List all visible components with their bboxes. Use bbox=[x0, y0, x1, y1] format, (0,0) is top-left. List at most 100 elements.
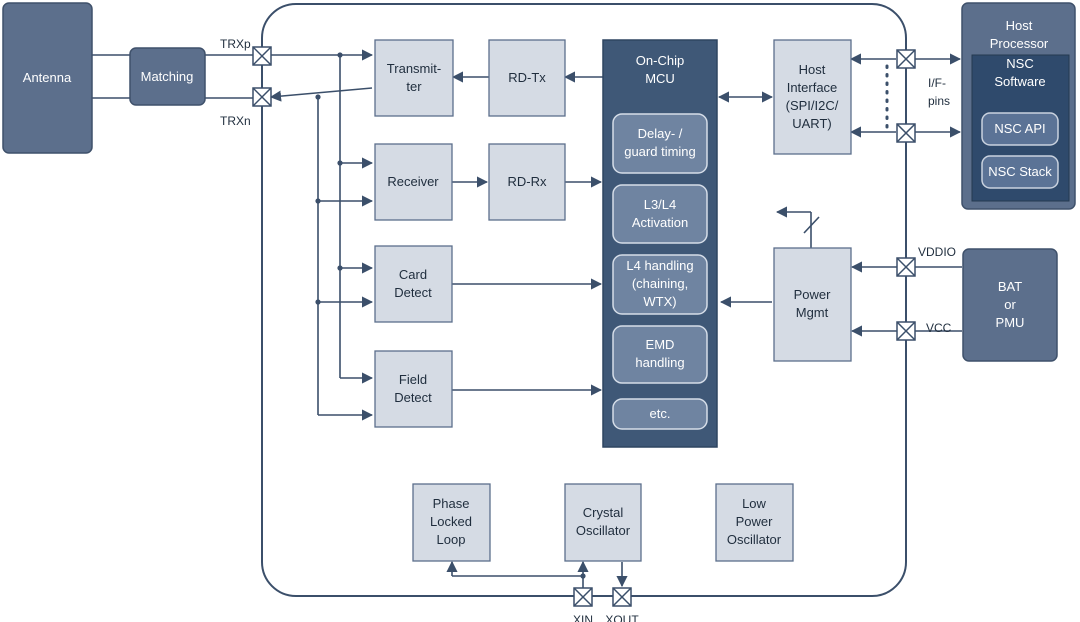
host-processor-label-line-1: Processor bbox=[990, 36, 1049, 51]
mcu-item-label-1-line-0: L3/L4 bbox=[644, 197, 677, 212]
low-power-oscillator-label-line-1: Power bbox=[736, 514, 774, 529]
transmitter-label-line-0: Transmit- bbox=[387, 61, 441, 76]
pin-trxn-box bbox=[252, 87, 272, 107]
low-power-oscillator-label-line-0: Low bbox=[742, 496, 766, 511]
pin-label-if-pins-line-0: I/F- bbox=[928, 76, 946, 90]
pll-label-line-0: Phase bbox=[433, 496, 470, 511]
transmitter-block: Transmit-ter bbox=[374, 39, 454, 117]
mcu-item-label-1-line-1: Activation bbox=[632, 215, 688, 230]
mcu-item-label-0-line-1: guard timing bbox=[624, 144, 696, 159]
pin-label-xout: XOUT bbox=[605, 613, 639, 622]
crystal-oscillator-label-line-0: Crystal bbox=[583, 505, 624, 520]
bat-pmu-label-line-0: BAT bbox=[998, 279, 1022, 294]
pin-label-vddio: VDDIO bbox=[918, 245, 956, 259]
matching-label-line-0: Matching bbox=[141, 69, 194, 84]
pin-vddio-box bbox=[896, 257, 916, 277]
wire-tx-to-trxn bbox=[269, 87, 373, 102]
nsc-software-label-line-1: Software bbox=[994, 74, 1045, 89]
junction-dots bbox=[315, 52, 586, 579]
nsc-api-label: NSC API bbox=[994, 121, 1045, 136]
pin-trxp-box bbox=[252, 46, 272, 66]
pin-xin-box bbox=[573, 587, 593, 607]
mcu-item-label-2-line-2: WTX) bbox=[643, 294, 676, 309]
antenna-label: Antenna bbox=[23, 70, 72, 85]
nsc-software-label: NSC Software bbox=[994, 56, 1045, 89]
pin-label-trxp-line-0: TRXp bbox=[220, 37, 251, 51]
pin-label-vcc: VCC bbox=[926, 321, 952, 335]
pll-label-line-1: Locked bbox=[430, 514, 472, 529]
mcu-item-label-2-line-1: (chaining, bbox=[632, 276, 688, 291]
crystal-oscillator-label-line-1: Oscillator bbox=[576, 523, 631, 538]
pin-label-xin-line-0: XIN bbox=[573, 613, 593, 622]
pin-if-bottom-box bbox=[896, 123, 916, 143]
nsc-stack-label-line-0: NSC Stack bbox=[988, 164, 1052, 179]
pin-vcc-box bbox=[896, 321, 916, 341]
mcu-item-delay-guard: Delay- / guard timing bbox=[612, 113, 708, 174]
wire-pm-slash bbox=[803, 216, 820, 234]
power-mgmt-label-line-1: Mgmt bbox=[796, 305, 829, 320]
antenna-label-line-0: Antenna bbox=[23, 70, 72, 85]
card-detect-label-line-1: Detect bbox=[394, 285, 432, 300]
power-mgmt-label-line-0: Power bbox=[794, 287, 832, 302]
rd-rx-label: RD-Rx bbox=[508, 174, 547, 189]
pin-label-vcc-line-0: VCC bbox=[926, 321, 952, 335]
mcu-item-label-0: Delay- / guard timing bbox=[624, 126, 696, 159]
mcu-item-label-4: etc. bbox=[650, 406, 671, 421]
pin-label-vddio-line-0: VDDIO bbox=[918, 245, 956, 259]
rd-tx-label-line-0: RD-Tx bbox=[508, 70, 546, 85]
wires bbox=[92, 49, 962, 588]
mcu-title-line-0: On-Chip bbox=[636, 53, 684, 68]
pins bbox=[252, 46, 916, 607]
bat-pmu-label-line-1: or bbox=[1004, 297, 1016, 312]
matching-label: Matching bbox=[141, 69, 194, 84]
host-interface-label-line-2: (SPI/I2C/ bbox=[786, 98, 839, 113]
nsc-software-label-line-0: NSC bbox=[1006, 56, 1033, 71]
nsc-api-label-line-0: NSC API bbox=[994, 121, 1045, 136]
receiver-label-line-0: Receiver bbox=[387, 174, 439, 189]
mcu-item-label-0-line-0: Delay- / bbox=[638, 126, 683, 141]
mcu-item-label-4-line-0: etc. bbox=[650, 406, 671, 421]
bat-pmu-label-line-2: PMU bbox=[996, 315, 1025, 330]
receiver-block: Receiver bbox=[374, 143, 453, 221]
host-interface-label-line-3: UART) bbox=[792, 116, 831, 131]
nsc-api-box bbox=[981, 112, 1059, 146]
mcu-item-label-2-line-0: L4 handling bbox=[626, 258, 693, 273]
pin-if-top-box bbox=[896, 49, 916, 69]
pin-xout-box bbox=[612, 587, 632, 607]
matching-block: Matching bbox=[129, 47, 206, 106]
field-detect-label-line-0: Field bbox=[399, 372, 427, 387]
mcu-item-label-3-line-1: handling bbox=[635, 355, 684, 370]
low-power-oscillator-label-line-2: Oscillator bbox=[727, 532, 782, 547]
rd-tx-label: RD-Tx bbox=[508, 70, 546, 85]
transmitter-label-line-1: ter bbox=[406, 79, 422, 94]
pll-label-line-2: Loop bbox=[437, 532, 466, 547]
rd-tx-block: RD-Tx bbox=[488, 39, 566, 117]
card-detect-label-line-0: Card bbox=[399, 267, 427, 282]
host-processor-label-line-0: Host bbox=[1006, 18, 1033, 33]
transmitter-label: Transmit-ter bbox=[387, 61, 441, 94]
